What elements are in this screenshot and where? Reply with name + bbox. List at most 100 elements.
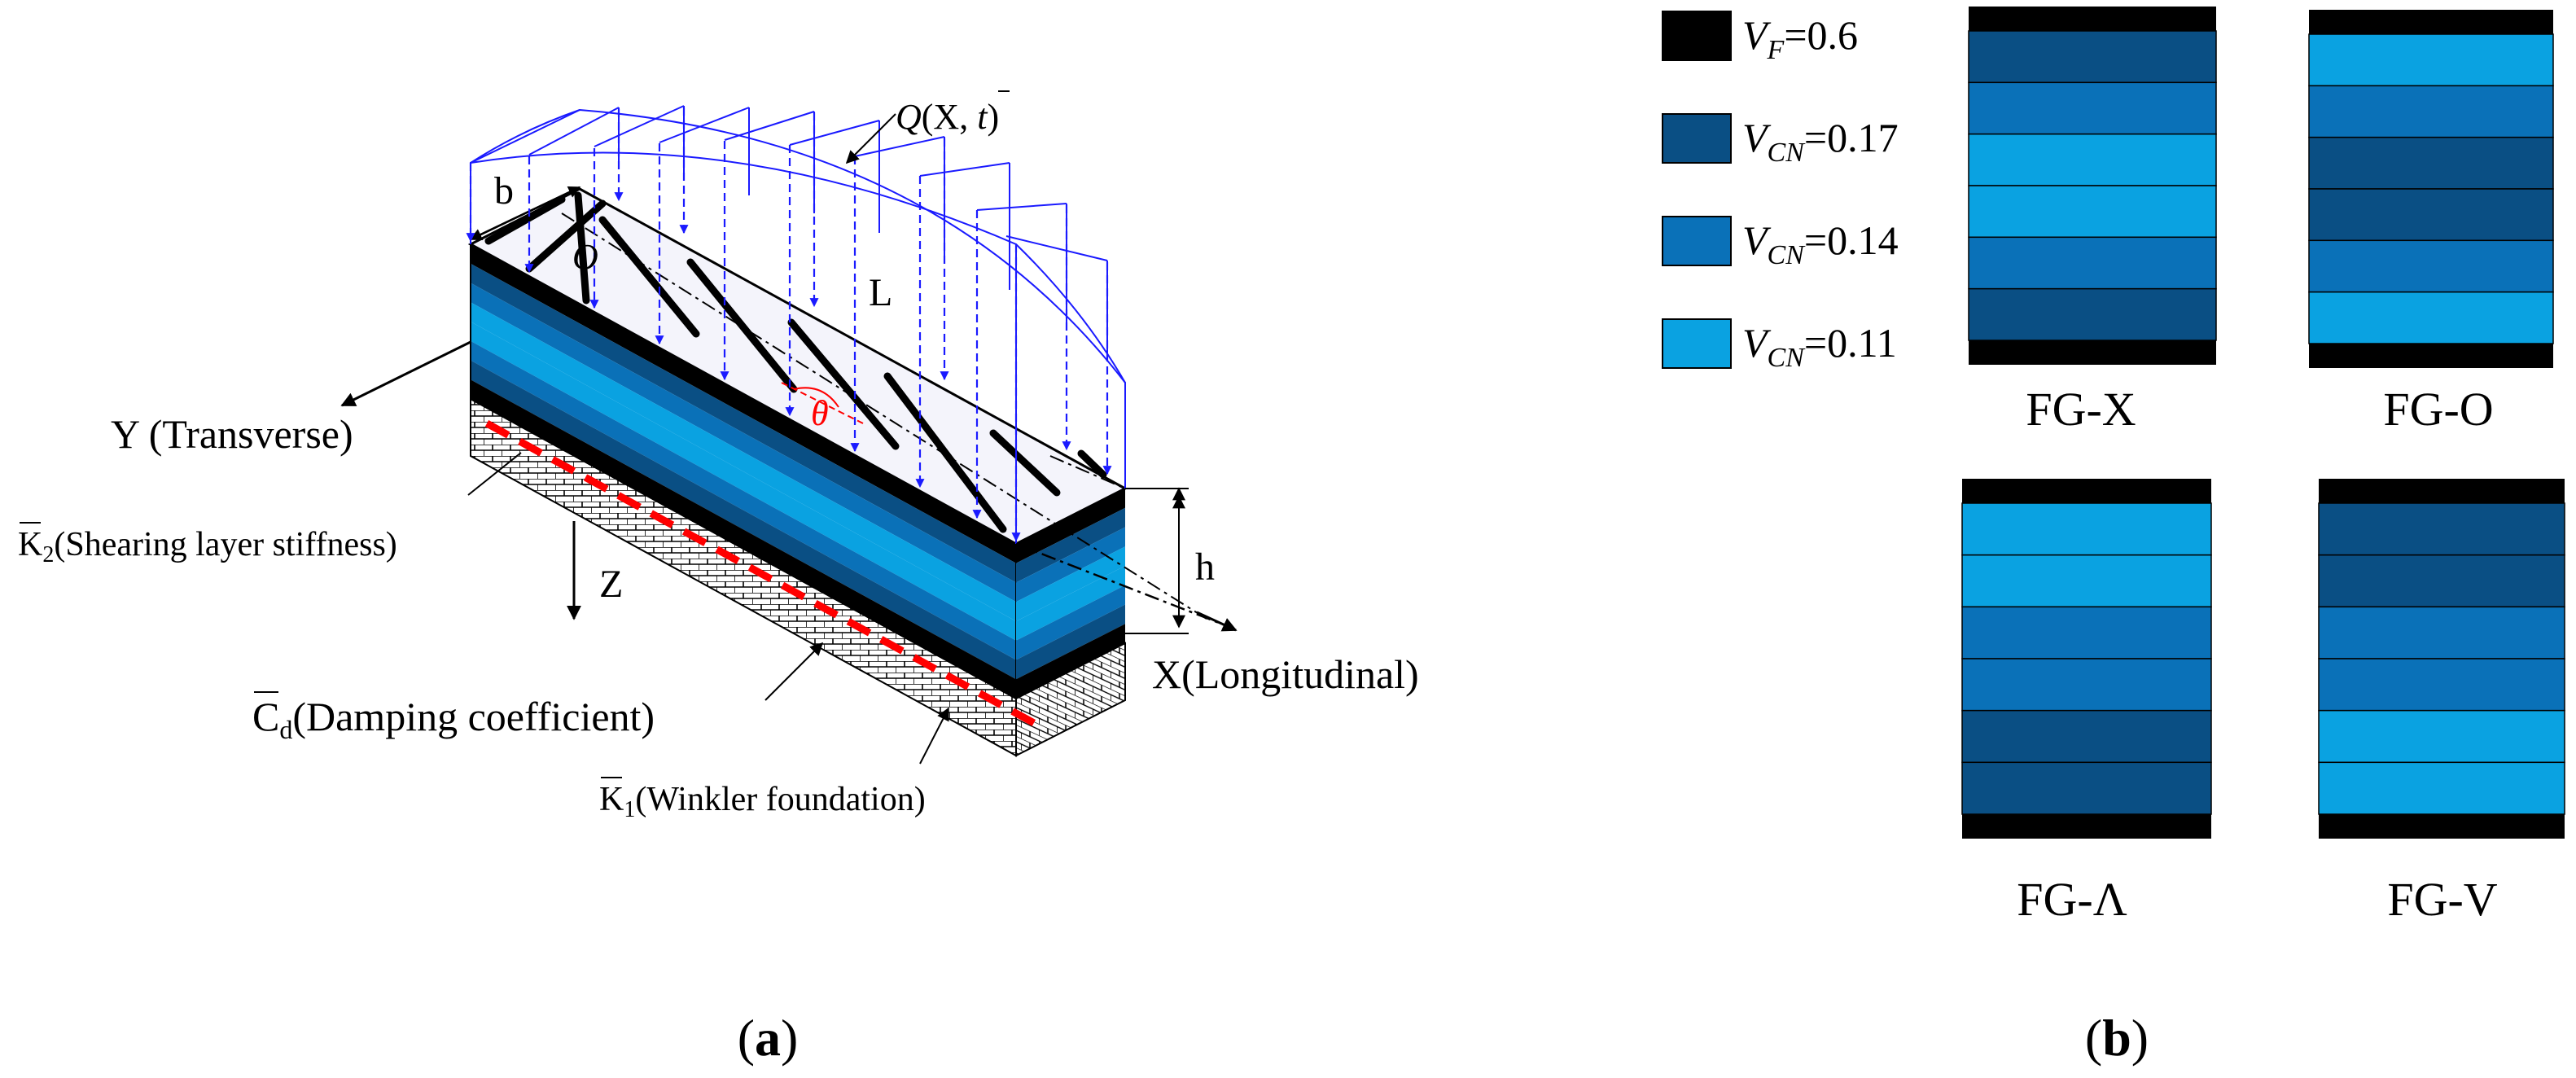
label-b: b bbox=[494, 169, 514, 213]
pattern-fg-o: FG-O bbox=[2308, 10, 2554, 436]
label-h: h bbox=[1195, 546, 1215, 589]
damping-line bbox=[484, 420, 1036, 726]
pattern-layer bbox=[1961, 606, 2212, 660]
pattern-layer bbox=[2318, 658, 2565, 712]
pattern-layer bbox=[1968, 30, 2217, 84]
pattern-layer bbox=[1961, 554, 2212, 608]
beam-layer-front bbox=[471, 322, 1016, 641]
top-face-centerlines bbox=[561, 188, 1207, 620]
pattern-name: FG-Λ bbox=[2017, 873, 2127, 926]
theta-arc bbox=[793, 387, 839, 408]
beam-layer-end-faces bbox=[1016, 489, 1125, 699]
load-envelope-left bbox=[470, 109, 580, 164]
legend-swatch bbox=[1662, 113, 1732, 164]
beam-layer-front bbox=[471, 360, 1016, 680]
face-sheet-bottom bbox=[1962, 814, 2211, 839]
beam-layer-front bbox=[471, 263, 1016, 583]
cnt-fibres bbox=[484, 191, 1107, 533]
pattern-layer bbox=[1968, 185, 2217, 239]
pattern-name: FG-V bbox=[2387, 873, 2497, 926]
pattern-layer bbox=[1968, 287, 2217, 341]
pattern-layer bbox=[1961, 761, 2212, 815]
cd-leader bbox=[764, 642, 824, 701]
pattern-layer bbox=[1968, 236, 2217, 290]
legend-swatch bbox=[1662, 216, 1732, 266]
fg-patterns: FG-X FG-O FG-Λ FG-V bbox=[1961, 7, 2565, 926]
pattern-layer bbox=[1961, 502, 2212, 556]
pattern-layer bbox=[2318, 606, 2565, 660]
beam-layer-front bbox=[471, 379, 1016, 699]
face-sheet-top bbox=[2309, 10, 2553, 34]
legend-label: VCN=0.11 bbox=[1742, 320, 1897, 373]
pattern-layer bbox=[2308, 85, 2554, 138]
pattern-layer bbox=[2318, 502, 2565, 556]
pattern-layer bbox=[2308, 136, 2554, 190]
beam-layer-front bbox=[471, 340, 1016, 660]
label-k2: K2(Shearing layer stiffness) bbox=[18, 526, 397, 567]
face-sheet-top bbox=[2319, 479, 2565, 503]
beam-layer-end bbox=[1016, 546, 1125, 621]
panel-a-beam-diagram: Q(X, t) b O L θ h Y (Transverse) X(Longi… bbox=[18, 90, 1419, 1067]
k2-leader bbox=[467, 452, 522, 496]
load-envelope-back bbox=[470, 108, 1126, 489]
pattern-layer bbox=[2308, 291, 2554, 344]
label-cd: Cd(Damping coefficient) bbox=[252, 694, 655, 744]
load-leader bbox=[845, 113, 896, 164]
axis-x-arrow bbox=[1015, 542, 1230, 629]
pattern-fg-: FG-Λ bbox=[1961, 479, 2212, 926]
legend-swatch bbox=[1662, 318, 1732, 369]
pattern-layer bbox=[2308, 239, 2554, 293]
pattern-layer bbox=[2318, 761, 2565, 815]
legend-item: VCN=0.11 bbox=[1662, 318, 1897, 373]
pattern-layer bbox=[2318, 554, 2565, 608]
load-envelope-front bbox=[470, 151, 1017, 544]
pattern-name: FG-X bbox=[2026, 383, 2136, 436]
label-theta: θ bbox=[811, 393, 829, 433]
pattern-layer bbox=[1968, 133, 2217, 186]
face-sheet-bottom bbox=[1969, 340, 2216, 365]
width-dimension-b-back bbox=[469, 186, 580, 241]
pattern-layer bbox=[1968, 81, 2217, 135]
theta-ref-line bbox=[781, 382, 864, 424]
legend-item: VCN=0.14 bbox=[1662, 216, 1899, 270]
k1-leader bbox=[919, 707, 949, 765]
beam-layer-end bbox=[1016, 585, 1125, 660]
pattern-layer bbox=[2318, 709, 2565, 764]
face-sheet-bottom bbox=[2309, 344, 2553, 368]
pattern-layer bbox=[1961, 658, 2212, 712]
caption-a: (a) bbox=[738, 1009, 799, 1067]
legend-item: VF=0.6 bbox=[1662, 11, 1858, 65]
beam-layer-end bbox=[1016, 624, 1125, 699]
caption-b: (b) bbox=[2085, 1009, 2149, 1067]
legend-label: VCN=0.14 bbox=[1742, 217, 1899, 270]
pattern-fg-v: FG-V bbox=[2318, 479, 2565, 926]
beam-layer-front bbox=[471, 244, 1016, 563]
pattern-name: FG-O bbox=[2383, 383, 2493, 436]
pattern-layer bbox=[2308, 33, 2554, 87]
legend-item: VCN=0.17 bbox=[1662, 113, 1899, 168]
beam-layer-end bbox=[1016, 507, 1125, 583]
face-sheet-top bbox=[1962, 479, 2211, 503]
beam-layer-end bbox=[1016, 489, 1125, 563]
legend-label: VF=0.6 bbox=[1742, 12, 1858, 65]
face-sheet-top bbox=[1969, 7, 2216, 31]
axis-x-arrowhead bbox=[1196, 611, 1238, 632]
label-origin: O bbox=[572, 237, 598, 277]
beam-layer-front bbox=[471, 283, 1016, 603]
pattern-layer bbox=[1961, 709, 2212, 764]
beam-layer-end bbox=[1016, 604, 1125, 680]
beam-layer-end bbox=[1016, 566, 1125, 641]
label-axis-y: Y (Transverse) bbox=[111, 411, 353, 457]
face-sheet-bottom bbox=[2319, 814, 2565, 839]
pattern-layer bbox=[2308, 188, 2554, 242]
label-length: L bbox=[869, 271, 892, 314]
legend-label: VCN=0.17 bbox=[1742, 115, 1899, 168]
load-arrows bbox=[466, 107, 1112, 542]
pattern-fg-x: FG-X bbox=[1968, 7, 2217, 436]
legend-swatch bbox=[1662, 11, 1732, 61]
label-k1: K1(Winkler foundation) bbox=[599, 781, 926, 822]
thickness-dimension bbox=[1125, 487, 1189, 634]
